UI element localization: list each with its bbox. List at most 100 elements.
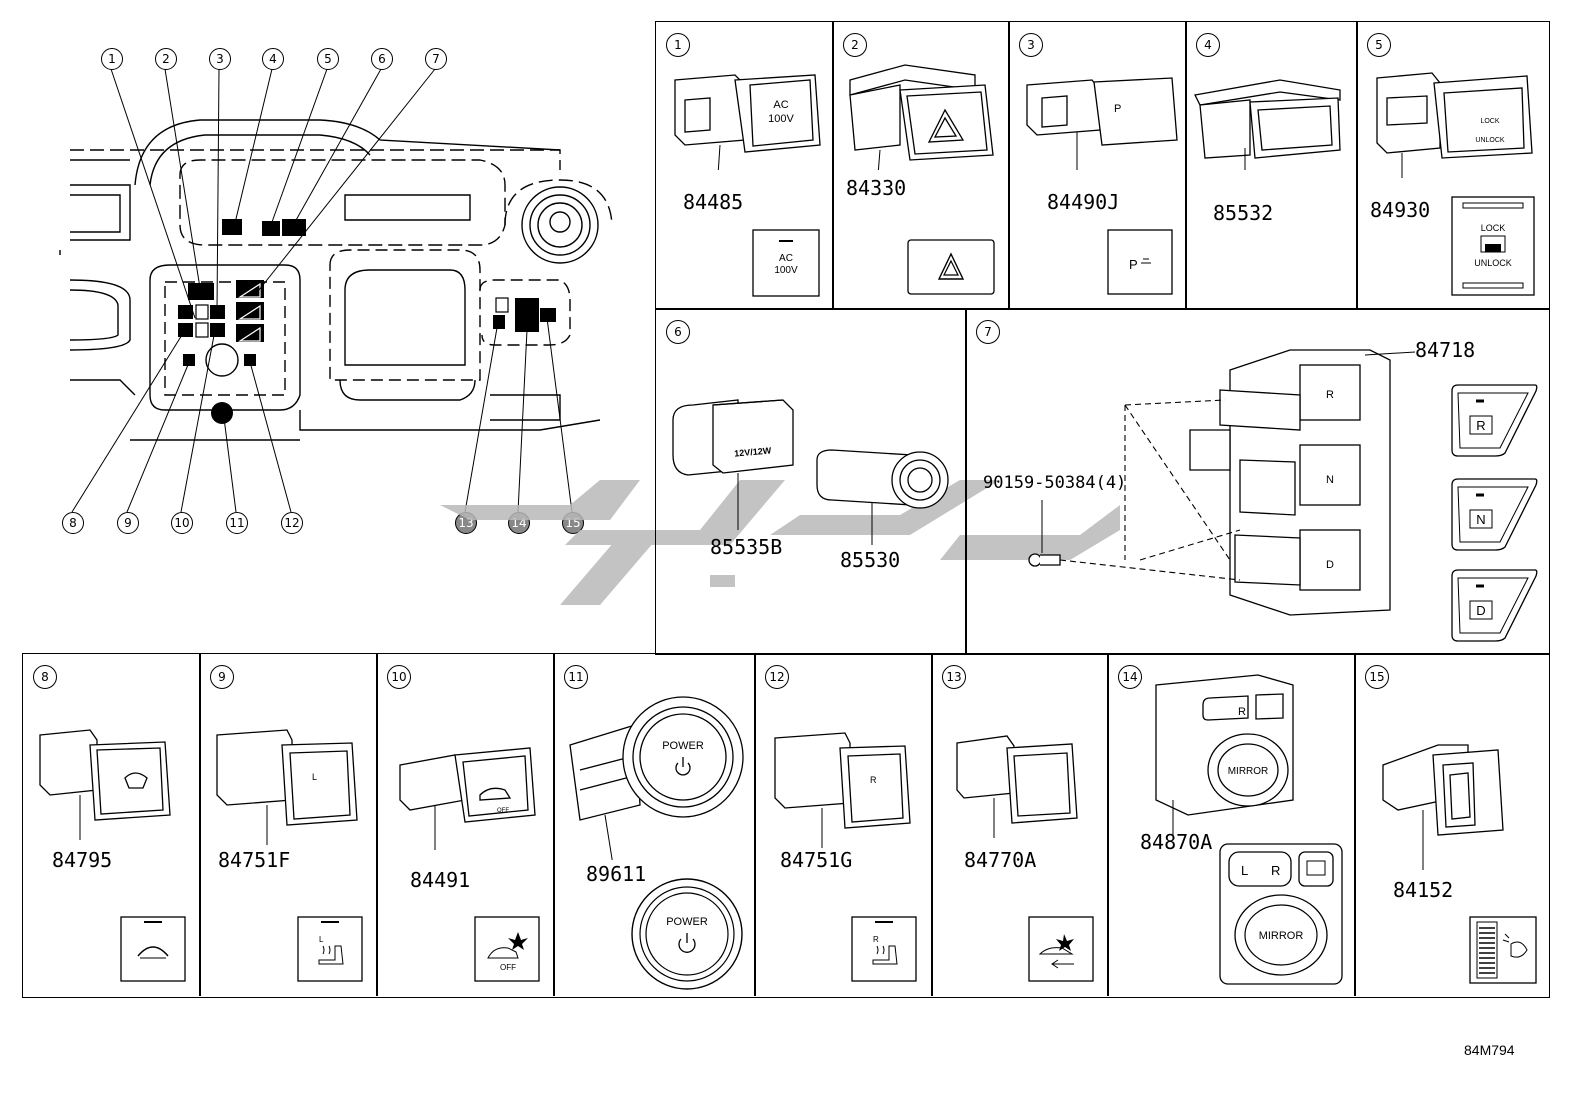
panel-1-part-number: 84485 — [683, 190, 744, 214]
panel-7-icon-n-text: N — [1476, 512, 1485, 527]
callout-3: 3 — [209, 48, 231, 70]
panel-5-switch: LOCK UNLOCK — [1376, 72, 1533, 178]
panel-7-part-b: 90159-50384(4) — [983, 473, 1127, 493]
panel-7-assembly-r: R — [1326, 389, 1334, 401]
panel-4-switch — [1194, 79, 1341, 170]
panel-12-part-number: 84751G — [780, 848, 853, 872]
panel-9-part-number: 84751F — [218, 848, 291, 872]
panel-8-switch — [39, 729, 171, 840]
panel-2-switch — [849, 64, 994, 170]
panel-1-100v-text: 100V — [768, 113, 794, 125]
panel-11-switch-power: POWER — [662, 740, 704, 752]
panel-14-number: 14 — [1118, 665, 1142, 689]
panel-4-part-number: 85532 — [1213, 201, 1274, 225]
panel-7-icon-d-text: D — [1476, 603, 1485, 618]
panel-14-part-number: 84870A — [1140, 830, 1213, 854]
callout-1: 1 — [101, 48, 123, 70]
panel-6-number: 6 — [666, 320, 690, 344]
callout-7: 7 — [425, 48, 447, 70]
grid-bottom-row — [22, 653, 1550, 998]
panel-5-unlock-small: UNLOCK — [1475, 137, 1505, 144]
panel-14-icon-l: L — [1241, 863, 1248, 878]
panel-13-icon-box — [1028, 916, 1094, 982]
panel-11-start-switch: POWER — [569, 696, 744, 860]
panel-7-assembly-d: D — [1326, 559, 1334, 571]
panel-10-number: 10 — [387, 665, 411, 689]
panel-3-icon-box: P — [1107, 229, 1173, 295]
panel-14-icon-r: R — [1271, 863, 1280, 878]
panel-9-icon-box: L — [297, 916, 363, 982]
panel-10-switch: OFF — [399, 747, 536, 850]
panel-15-dimmer-switch — [1382, 744, 1504, 870]
panel-2-part-number: 84330 — [846, 176, 907, 200]
panel-12-icon-box: R — [851, 916, 917, 982]
panel-2-icon-box — [907, 239, 995, 295]
panel-7-part-a: 84718 — [1415, 338, 1476, 362]
panel-7-icon-n: N — [1451, 478, 1538, 551]
grid-top-row — [655, 21, 1550, 310]
panel-2-number: 2 — [843, 33, 867, 57]
panel-1-icon-box: AC 100V — [752, 229, 820, 297]
panel-15-icon-box — [1469, 916, 1537, 984]
callout-10: 10 — [171, 512, 193, 534]
callout-4: 4 — [262, 48, 284, 70]
panel-13-number: 13 — [942, 665, 966, 689]
panel-7-icon-d: D — [1451, 569, 1538, 642]
panel-3-number: 3 — [1019, 33, 1043, 57]
panel-11-icon-power-text: POWER — [666, 916, 708, 928]
callout-11: 11 — [226, 512, 248, 534]
panel-5-number: 5 — [1367, 33, 1391, 57]
panel-14-icon-mirror: MIRROR — [1259, 930, 1304, 942]
panel-10-switch-off: OFF — [497, 808, 509, 814]
panel-7-number: 7 — [976, 320, 1000, 344]
callout-6: 6 — [371, 48, 393, 70]
panel-5-part-number: 84930 — [1370, 198, 1431, 222]
panel-5-icon-box: LOCK UNLOCK — [1451, 196, 1535, 296]
panel-11-number: 11 — [564, 665, 588, 689]
panel-14-switch-r: R — [1238, 706, 1246, 718]
panel-7-icon-r-text: R — [1476, 418, 1485, 433]
panel-13-part-number: 84770A — [964, 848, 1037, 872]
panel-6-part-b: 85530 — [840, 548, 901, 572]
panel-9-switch: L — [216, 729, 358, 845]
panel-6-part-a: 85535B — [710, 535, 783, 559]
panel-1-ac-text: AC — [773, 99, 788, 111]
callout-8: 8 — [62, 512, 84, 534]
panel-1-number: 1 — [666, 33, 690, 57]
panel-6-12v-label: 12V/12W — [734, 445, 772, 458]
panel-4-number: 4 — [1196, 33, 1220, 57]
panel-12-switch-r: R — [870, 775, 877, 785]
panel-14-mirror-switch: R MIRROR — [1155, 674, 1294, 835]
panel-15-number: 15 — [1365, 665, 1389, 689]
panel-14-switch-mirror: MIRROR — [1228, 766, 1269, 777]
panel-10-part-number: 84491 — [410, 868, 471, 892]
panel-11-icon-power-button: POWER — [631, 878, 743, 990]
panel-5-lock-small: LOCK — [1480, 118, 1499, 125]
reference-code: 84M794 — [1464, 1042, 1515, 1058]
panel-15-part-number: 84152 — [1393, 878, 1454, 902]
panel-10-icon-off: OFF — [500, 963, 516, 972]
panel-3-part-number: 84490J — [1047, 190, 1120, 214]
panel-3-p-text: P — [1114, 103, 1121, 115]
panel-3-switch: P — [1026, 77, 1178, 170]
callout-2: 2 — [155, 48, 177, 70]
panel-5-unlock-label: UNLOCK — [1474, 258, 1512, 268]
panel-13-switch — [956, 735, 1078, 838]
panel-7-gear-switch-assembly: R N D — [1028, 349, 1416, 616]
panel-9-switch-l: L — [312, 772, 317, 782]
panel-9-number: 9 — [210, 665, 234, 689]
callout-9: 9 — [117, 512, 139, 534]
panel-9-icon-l: L — [319, 935, 324, 944]
panel-1-icon-100v: 100V — [774, 265, 798, 276]
panel-8-icon-box — [120, 916, 186, 982]
panel-10-icon-box: OFF — [474, 916, 540, 982]
panel-11-part-number: 89611 — [586, 862, 647, 886]
dashboard-overview — [59, 68, 613, 513]
panel-12-icon-r: R — [873, 935, 879, 944]
panel-1-switch: AC 100V — [674, 74, 821, 170]
grid-middle-row — [655, 308, 1550, 655]
callout-12: 12 — [281, 512, 303, 534]
panel-6-lighter-tube — [816, 449, 949, 545]
panel-12-switch: R — [774, 732, 911, 848]
callout-5: 5 — [317, 48, 339, 70]
